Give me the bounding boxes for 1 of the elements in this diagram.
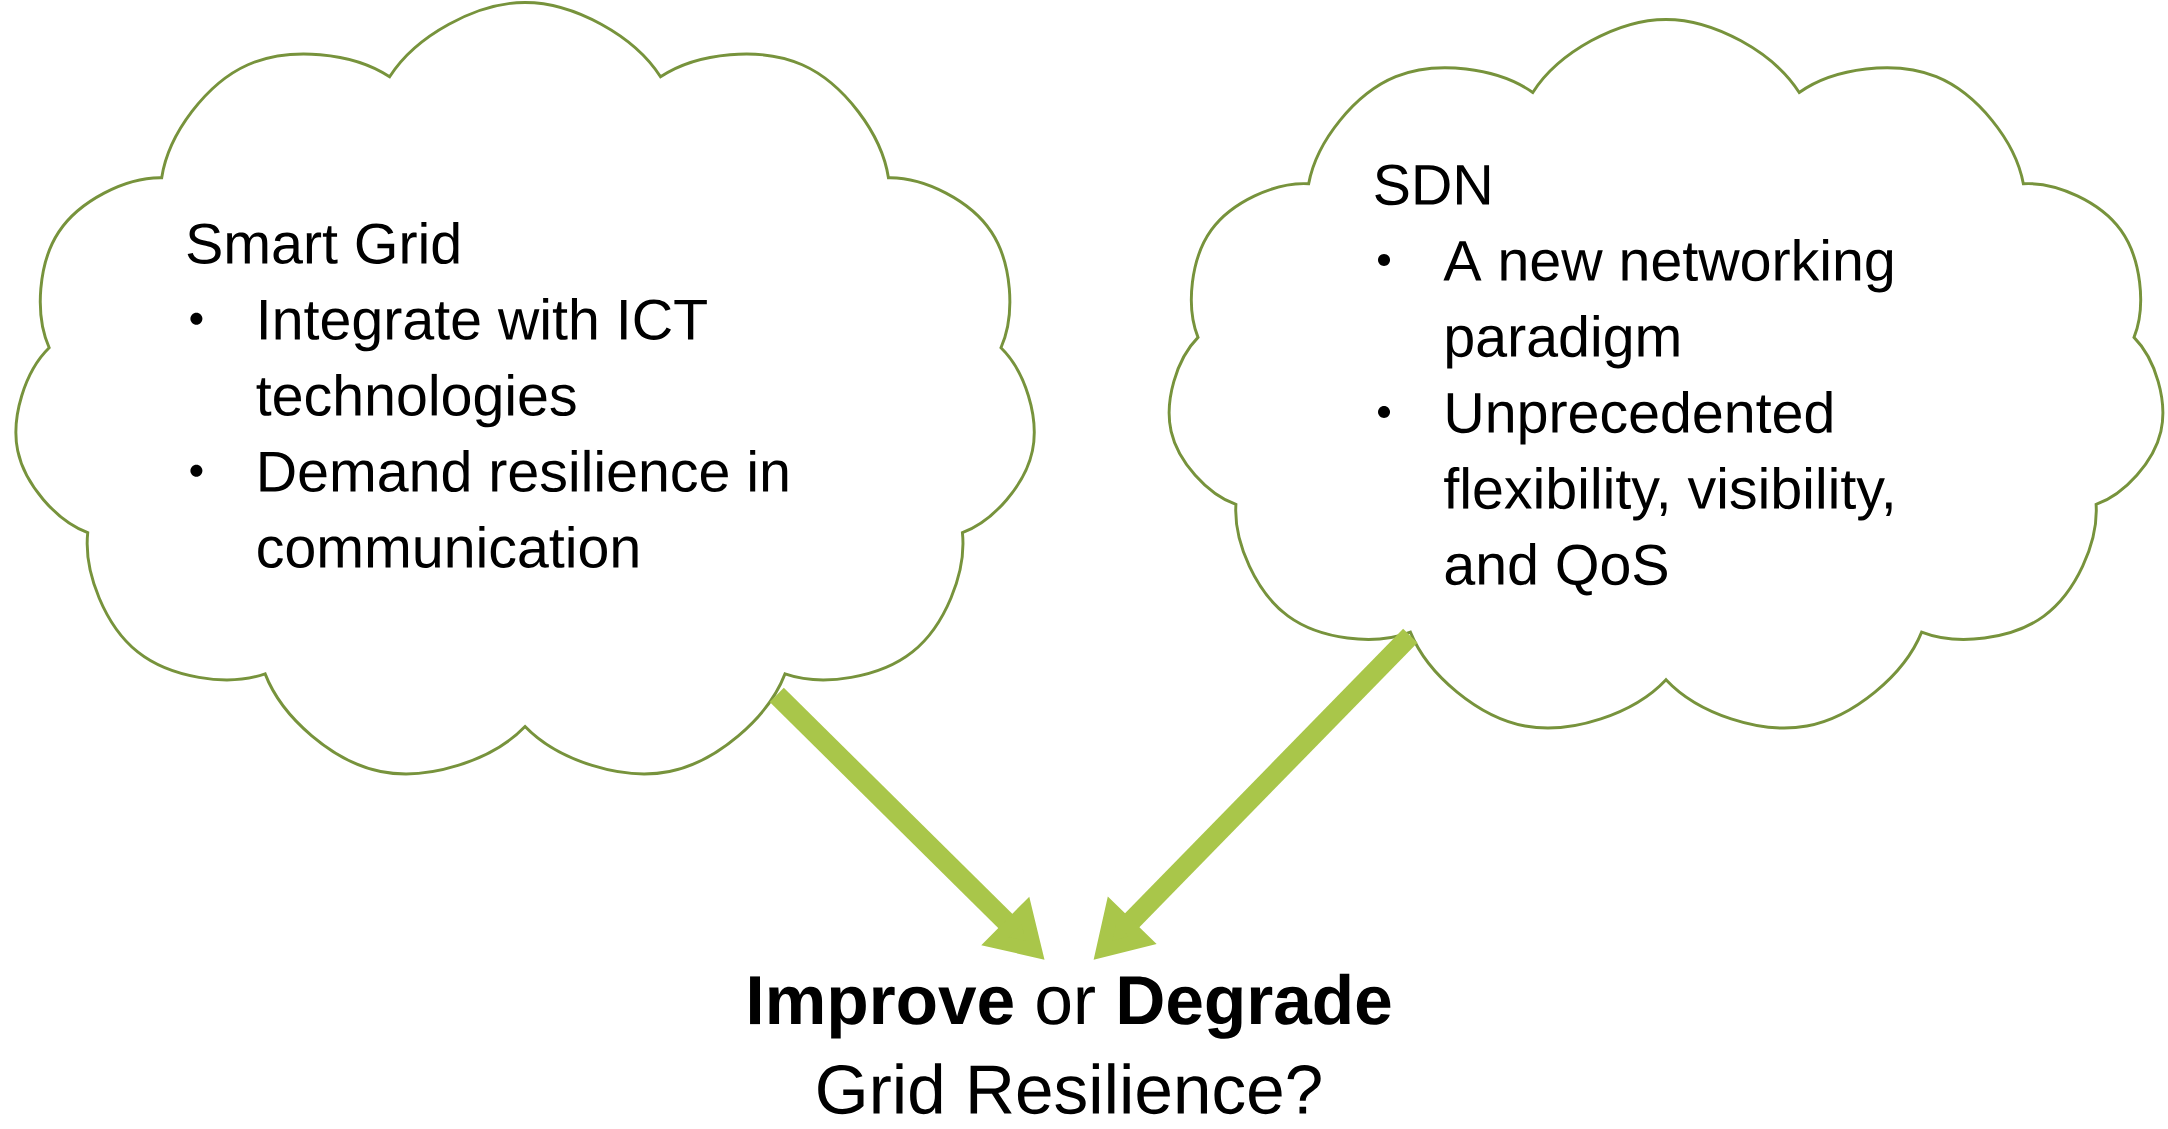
question-text: Improve or Degrade Grid Resilience? xyxy=(750,973,1391,1115)
